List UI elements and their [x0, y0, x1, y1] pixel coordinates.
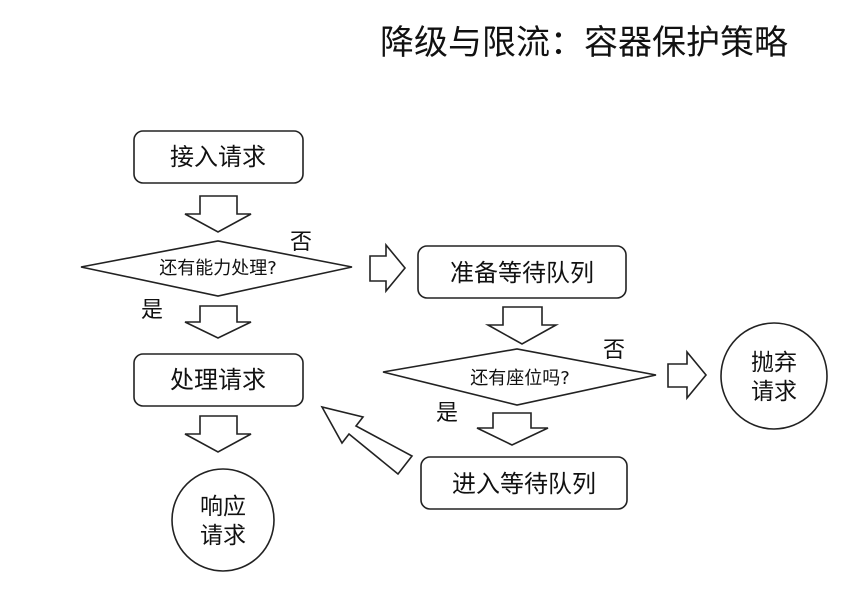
respond-label-line2: 请求: [200, 523, 246, 549]
right-arrow-to-discard: [667, 349, 708, 401]
respond-label-line1: 响应: [200, 494, 246, 520]
accept-request-node: 接入请求: [133, 130, 304, 184]
capacity-decision-label: 还有能力处理?: [159, 258, 277, 279]
diagonal-arrow-to-handle: [320, 405, 414, 476]
down-arrow-to-enter-queue: [476, 412, 549, 446]
down-arrow-to-handle: [184, 305, 252, 339]
discard-label-line2: 请求: [751, 379, 797, 405]
discard-label-line1: 抛弃: [751, 350, 797, 376]
down-arrow-to-respond: [184, 415, 252, 453]
diagram-title: 降级与限流：容器保护策略: [380, 23, 788, 63]
seat-decision-node: 还有座位吗?: [382, 348, 657, 406]
seat-decision-label: 还有座位吗?: [470, 368, 570, 389]
prepare-queue-label: 准备等待队列: [450, 259, 594, 287]
capacity-no-label: 否: [290, 230, 312, 255]
enter-queue-label: 进入等待队列: [452, 470, 596, 498]
seat-no-label: 否: [603, 338, 625, 363]
handle-request-label: 处理请求: [170, 366, 266, 394]
discard-request-node: 抛弃 请求: [720, 322, 828, 430]
accept-request-label: 接入请求: [170, 143, 266, 171]
enter-queue-node: 进入等待队列: [420, 456, 628, 510]
down-arrow-to-capacity: [184, 195, 252, 233]
down-arrow-to-seat-check: [484, 306, 560, 345]
seat-yes-label: 是: [436, 401, 458, 426]
respond-request-node: 响应 请求: [171, 468, 275, 572]
capacity-yes-label: 是: [141, 298, 163, 323]
capacity-decision-node: 还有能力处理?: [80, 240, 353, 297]
right-arrow-to-prepare-queue: [369, 242, 407, 294]
handle-request-node: 处理请求: [133, 353, 304, 407]
prepare-queue-node: 准备等待队列: [417, 245, 627, 299]
